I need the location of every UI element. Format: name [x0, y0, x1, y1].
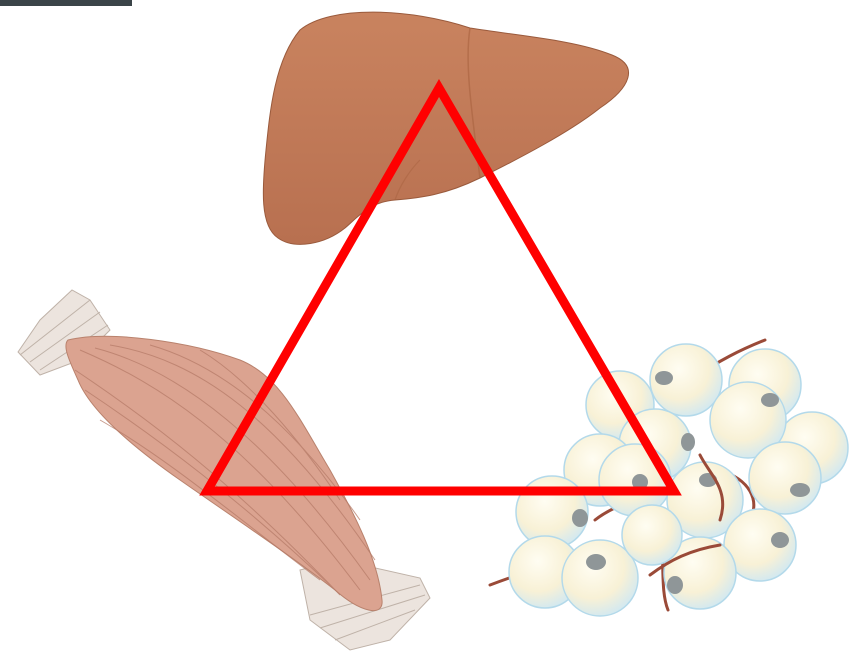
liver-icon: [263, 12, 628, 244]
fat-cells: [509, 344, 848, 616]
